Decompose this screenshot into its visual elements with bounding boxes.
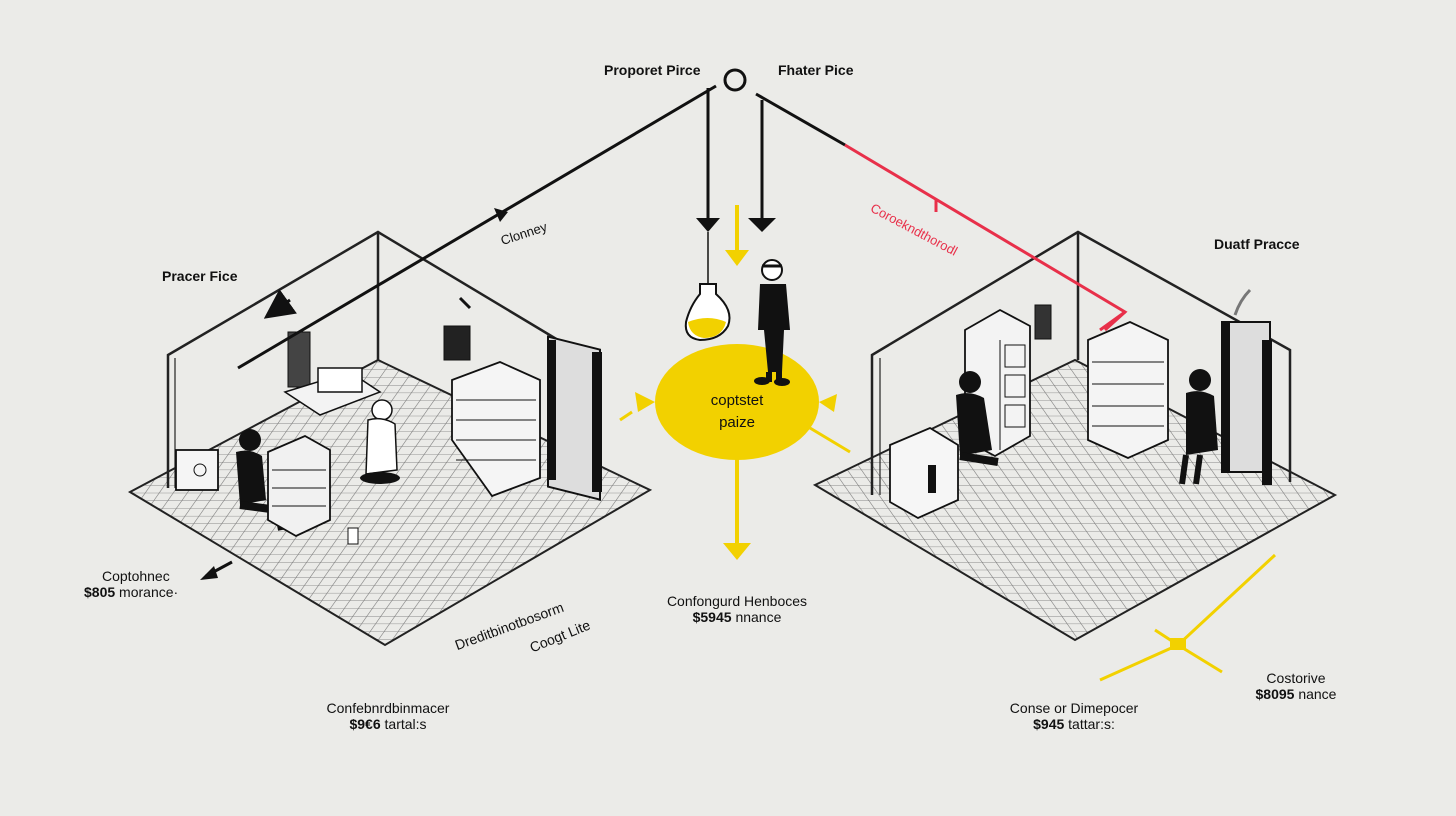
seated-person-icon-2 — [360, 399, 400, 484]
label-left-room: Pracer Fice — [162, 268, 238, 284]
price-amount: $805 — [84, 584, 116, 600]
shelf-cabinet-icon — [451, 361, 541, 498]
top-connectors — [237, 68, 1128, 370]
seated-person-icon-4 — [1179, 369, 1218, 485]
label-top-right: Fhater Pice — [778, 62, 854, 78]
yellow-connector — [1099, 553, 1277, 682]
pulley-node — [723, 68, 747, 92]
price-unit: tartal:s — [384, 716, 427, 732]
label-right-room: Duatf Pracce — [1214, 236, 1300, 252]
shelf-cabinet-icon-right — [1087, 321, 1169, 459]
price-block-right-bottom: Conse or Dimepocer $945 tattar:s: — [1004, 700, 1144, 732]
right-room — [812, 230, 1338, 642]
arrow-icon — [494, 208, 508, 222]
storage-box-icon — [889, 426, 959, 520]
price-name: Confebnrdbinmacer — [326, 700, 450, 716]
price-amount: $9€6 — [349, 716, 381, 732]
printer-icon — [317, 367, 363, 393]
connector-line-red — [844, 143, 1128, 332]
price-block-center: Confongurd Henboces $5945 nnance — [664, 593, 810, 625]
price-unit: tattar:s: — [1068, 716, 1115, 732]
price-unit: nance — [1298, 686, 1337, 702]
price-amount: $8095 — [1255, 686, 1295, 702]
safe-box-icon — [175, 449, 219, 491]
gate-icon-right — [1221, 321, 1272, 485]
price-block-left-top: Coptohnec $805 morance· — [84, 568, 194, 600]
workstation-icon — [267, 434, 331, 538]
connector-line-left — [237, 84, 717, 370]
price-name: Conse or Dimepocer — [1009, 700, 1139, 716]
hub-text-line1: coptstet — [710, 392, 764, 409]
price-unit: nnance — [735, 609, 782, 625]
standing-person-icon — [754, 259, 790, 386]
price-name: Coptohnec — [102, 568, 170, 584]
price-block-left-bottom: Confebnrdbinmacer $9€6 tartal:s — [318, 700, 458, 732]
seated-person-icon-3 — [956, 371, 999, 466]
left-room — [127, 230, 653, 647]
hub-text-line2: paize — [719, 414, 755, 431]
price-amount: $945 — [1033, 716, 1065, 732]
price-unit: morance· — [119, 584, 179, 600]
hanging-flask-icon — [684, 232, 731, 342]
gate-icon — [547, 335, 602, 501]
wall-picture-icon — [443, 325, 471, 361]
price-block-right-far: Costorive $8095 nance — [1238, 670, 1354, 702]
price-name: Costorive — [1266, 670, 1326, 686]
price-amount: $5945 — [692, 609, 732, 625]
center-hub — [619, 205, 851, 560]
label-top-left: Proporet Pirce — [604, 62, 701, 78]
price-name: Confongurd Henboces — [666, 593, 808, 609]
